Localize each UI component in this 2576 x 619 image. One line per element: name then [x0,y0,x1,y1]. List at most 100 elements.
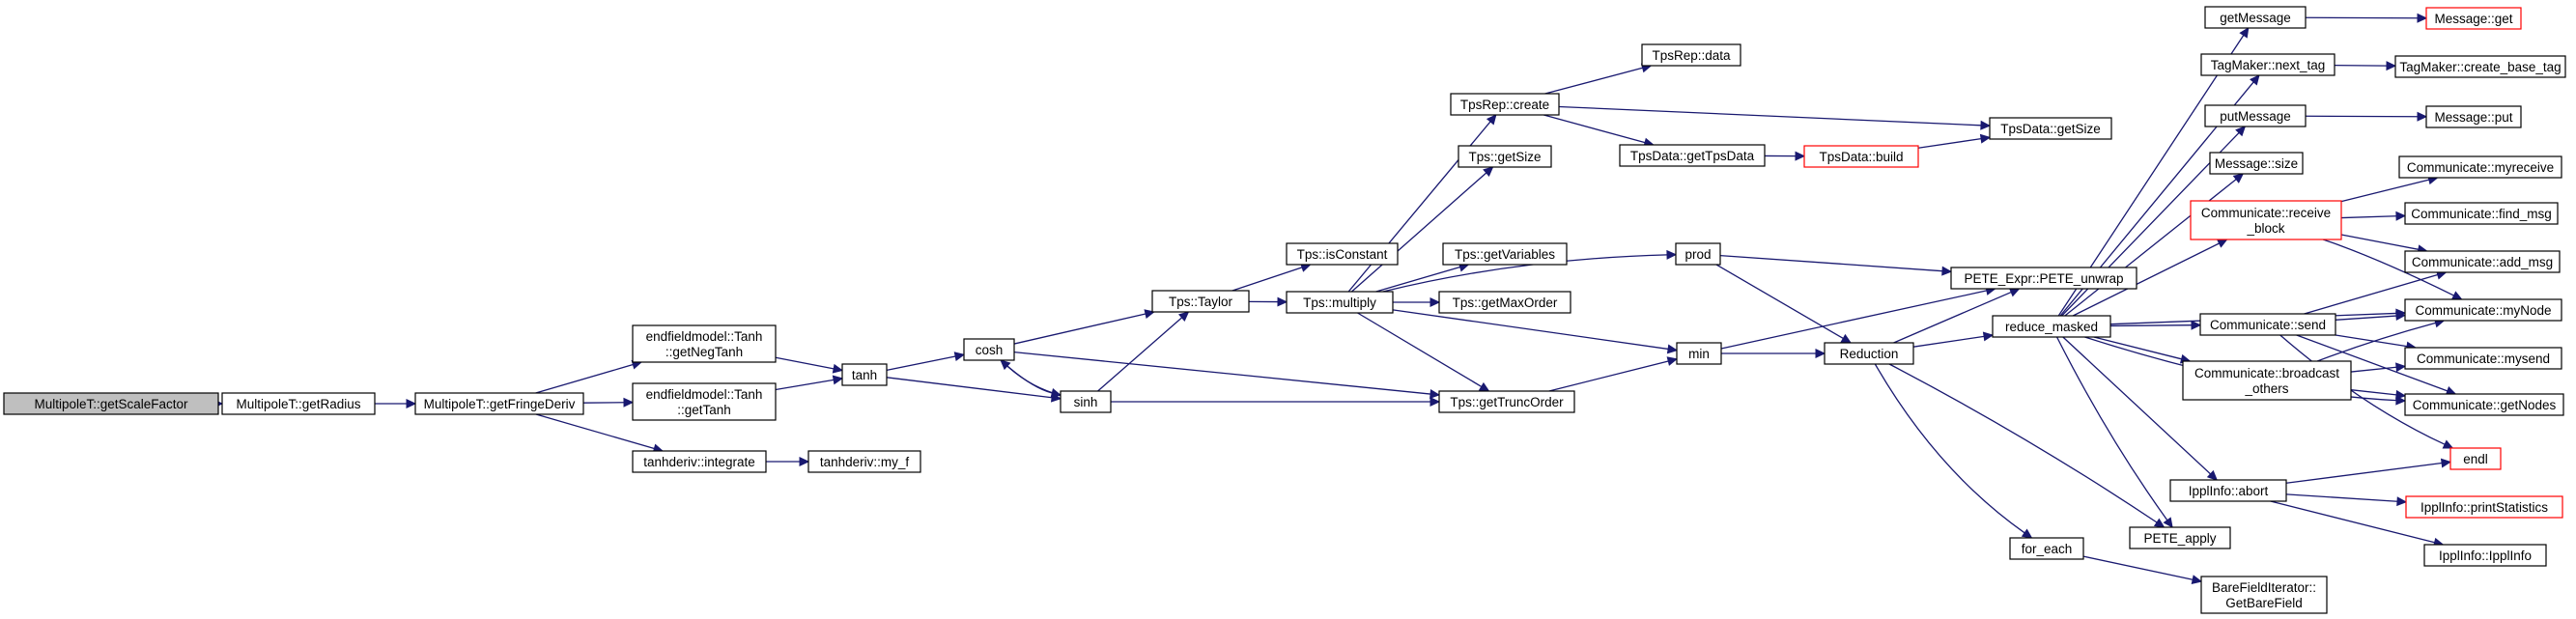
node-tpsrep-data[interactable]: TpsRep::data [1641,43,1741,67]
node-box [2405,495,2563,519]
edge-min-to-pete-unwrap [1720,286,1996,350]
node-getMaxOrder[interactable]: Tps::getMaxOrder [1438,291,1571,314]
node-tps-getSize[interactable]: Tps::getSize [1458,145,1552,168]
node-mysend[interactable]: Communicate::mysend [2404,347,2562,370]
node-tpsrep-create[interactable]: TpsRep::create [1450,93,1560,116]
arrowhead [1177,311,1190,323]
edge-getMessage-to-message-get [2305,13,2428,23]
node-getNodes[interactable]: Communicate::getNodes [2404,393,2564,416]
node-getMessage[interactable]: getMessage [2204,6,2307,29]
node-box [1676,342,1722,365]
node-putMessage[interactable]: putMessage [2204,104,2307,127]
node-myreceive[interactable]: Communicate::myreceive [2398,155,2562,179]
node-tanh[interactable]: tanh [841,363,888,386]
node-label: Communicate::mysend [2417,352,2550,366]
node-receive-block[interactable]: Communicate::receive_block [2190,200,2342,240]
edge-line [2304,273,2438,315]
node-next-tag[interactable]: TagMaker::next_tag [2200,53,2335,76]
node-box [2182,360,2352,401]
node-prod[interactable]: prod [1675,242,1721,266]
node-tpsdata-getSize[interactable]: TpsData::getSize [1989,117,2112,140]
node-label: Communicate::add_msg [2412,255,2553,269]
edge-line [2305,16,2419,19]
edge-reduction-to-for-each [1874,363,2033,539]
arrowhead [1277,296,1288,307]
node-getBareField[interactable]: BareFieldIterator::GetBareField [2200,576,2328,614]
node-label: Communicate::myNode [2415,303,2551,318]
node-comm-send[interactable]: Communicate::send [2199,313,2336,336]
arrowhead [2191,575,2203,585]
node-my-f[interactable]: tanhderiv::my_f [807,450,921,473]
edge-line [1375,266,1460,293]
edge-ippl-abort-to-printStatistics [2285,493,2408,507]
node-box [414,392,584,415]
node-pete-apply[interactable]: PETE_apply [2129,526,2231,549]
edge-prod-to-reduction [1715,264,1853,344]
node-getTanh[interactable]: endfieldmodel::Tanh::getTanh [632,382,777,421]
node-broadcast-others[interactable]: Communicate::broadcast_others [2182,360,2352,401]
arrowhead [799,457,810,466]
edges-layer [209,13,2463,585]
edge-multiply-to-min [1392,309,1679,354]
edge-tpsrep-create-to-getTpsData [1543,114,1655,148]
node-pete-unwrap[interactable]: PETE_Expr::PETE_unwrap [1950,267,2137,290]
node-tpsdata-build[interactable]: TpsData::build [1803,145,1919,168]
node-reduce-masked[interactable]: reduce_masked [1992,315,2111,338]
edge-multiply-to-getTruncOrder [1357,312,1490,392]
node-box [2200,576,2328,614]
node-box [2425,7,2522,30]
node-for-each[interactable]: for_each [2009,537,2084,560]
node-box [2423,544,2547,567]
node-box [1950,267,2137,290]
node-isConstant[interactable]: Tps::isConstant [1286,242,1399,266]
edge-line [1543,114,1646,144]
node-label: ::getNegTanh [665,345,743,359]
arrowhead [1815,349,1826,358]
node-label: PETE_Expr::PETE_unwrap [1964,271,2123,286]
node-label: TpsRep::data [1652,48,1731,63]
edge-multiply-to-getMaxOrder [1393,297,1441,307]
node-message-put[interactable]: Message::put [2425,105,2522,128]
node-box [1286,242,1399,266]
edge-line [1558,105,1982,127]
edge-receive-block-to-find-msg [2340,211,2407,221]
node-printStatistics[interactable]: IpplInfo::printStatistics [2405,495,2563,519]
arrowhead [2232,173,2245,183]
node-getTruncOrder[interactable]: Tps::getTruncOrder [1438,390,1575,413]
node-label: endfieldmodel::Tanh [646,329,763,344]
arrowhead [953,352,966,362]
node-myNode[interactable]: Communicate::myNode [2404,298,2562,322]
node-getTpsData[interactable]: TpsData::getTpsData [1619,144,1766,167]
node-label: PETE_apply [2143,531,2216,546]
node-message-get[interactable]: Message::get [2425,7,2522,30]
node-message-size[interactable]: Message::size [2209,152,2304,175]
edge-cosh-to-taylor [1013,309,1155,345]
node-reduction[interactable]: Reduction [1824,342,1914,365]
node-sinh[interactable]: sinh [1060,390,1112,413]
node-add-msg[interactable]: Communicate::add_msg [2404,250,2561,273]
node-label: IpplInfo::printStatistics [2420,500,2548,515]
node-getScaleFactor[interactable]: MultipoleT::getScaleFactor [3,392,219,415]
node-min[interactable]: min [1676,342,1722,365]
edge-tpsrep-create-to-tpsrep-data [1544,63,1653,95]
node-ippl-abort[interactable]: IpplInfo::abort [2169,479,2287,502]
node-label: TpsData::getTpsData [1630,149,1755,163]
node-getRadius[interactable]: MultipoleT::getRadius [221,392,376,415]
node-label: min [1688,347,1710,361]
node-find-msg[interactable]: Communicate::find_msg [2404,202,2559,225]
edge-line [1719,254,1943,272]
node-create-base-tag[interactable]: TagMaker::create_base_tag [2394,55,2566,78]
node-multiply[interactable]: Tps::multiply [1286,291,1394,314]
node-getVariables[interactable]: Tps::getVariables [1442,242,1568,266]
node-label: Communicate::broadcast [2194,366,2339,380]
node-label: Tps::getMaxOrder [1453,295,1558,310]
node-cosh[interactable]: cosh [963,338,1015,361]
node-integrate[interactable]: tanhderiv::integrate [632,450,767,473]
node-getFringeDeriv[interactable]: MultipoleT::getFringeDeriv [414,392,584,415]
edge-receive-block-to-myreceive [2340,175,2439,203]
node-getNegTanh[interactable]: endfieldmodel::Tanh::getNegTanh [632,324,777,363]
node-taylor[interactable]: Tps::Taylor [1151,290,1250,313]
node-endl[interactable]: endl [2449,447,2502,470]
edge-line [2335,334,2408,348]
node-ipplinfo-ctor[interactable]: IpplInfo::IpplInfo [2423,544,2547,567]
